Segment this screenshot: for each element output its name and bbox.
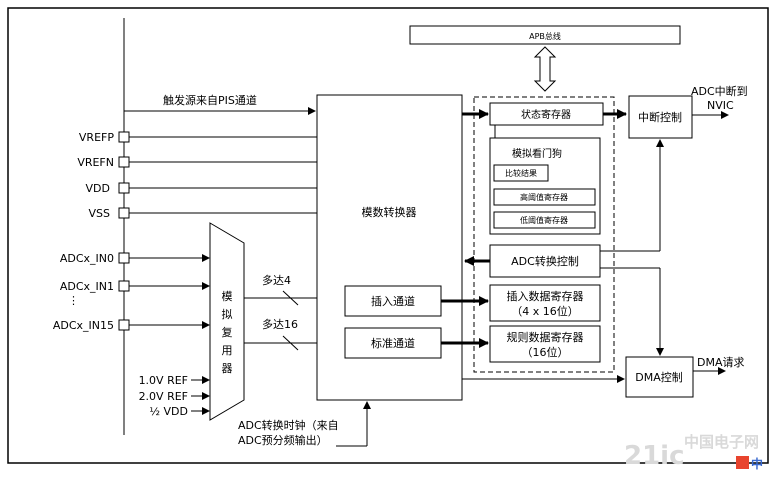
dma-control-box: [625, 356, 694, 398]
interrupt-control-label: 中断控制: [638, 110, 682, 124]
svg-text:VDD: VDD: [86, 182, 110, 195]
compare-result-box: [493, 164, 549, 182]
inject-data-register-label-1: 插入数据寄存器: [507, 289, 584, 303]
svg-text:ADCx_IN15: ADCx_IN15: [53, 319, 114, 332]
svg-text:21ic: 21ic: [624, 441, 685, 471]
regular-data-register-label-2: （16位）: [522, 345, 569, 359]
svg-text:器: 器: [222, 362, 233, 375]
svg-text:2.0V REF: 2.0V REF: [139, 390, 188, 403]
vdd-pin: VDD: [86, 182, 317, 195]
regular-data-register-label-1: 规则数据寄存器: [507, 330, 584, 344]
inject-data-register-label-2: （4 x 16位）: [511, 304, 579, 318]
vss-pin: VSS: [89, 207, 317, 220]
svg-text:1.0V REF: 1.0V REF: [139, 374, 188, 387]
apb-bus-box: [409, 25, 681, 45]
dma-control-label: DMA控制: [635, 370, 683, 384]
dma-request-label: DMA请求: [697, 356, 745, 369]
svg-text:中: 中: [751, 456, 763, 471]
outer-frame: [7, 7, 769, 464]
svg-text:VSS: VSS: [89, 207, 111, 220]
inject-data-register-box: [489, 284, 601, 322]
svg-text:ADCx_IN1: ADCx_IN1: [60, 280, 114, 293]
ref-2v0: 2.0V REF: [139, 390, 210, 403]
svg-text:VREFP: VREFP: [79, 131, 114, 144]
svg-text:多达4: 多达4: [262, 273, 291, 287]
clock-label-1: ADC转换时钟（来自: [238, 418, 339, 432]
watermark: 21ic 中国电子网 中: [624, 433, 763, 471]
svg-text:ADCx_IN0: ADCx_IN0: [60, 252, 114, 265]
register-group-dashed: [473, 96, 615, 373]
high-threshold-box: [493, 188, 596, 206]
svg-text:模: 模: [222, 290, 233, 303]
apb-bus-double-arrow: [533, 46, 557, 92]
adc-interrupt-label-2: NVIC: [707, 99, 734, 112]
vrefp-pin: VREFP: [79, 131, 317, 144]
low-threshold-box: [493, 211, 596, 229]
watermark-logo-icon: [736, 456, 749, 469]
adc-in1-pin: ADCx_IN1: [60, 280, 210, 293]
svg-text:中国电子网: 中国电子网: [684, 433, 759, 451]
low-threshold-label: 低阈值寄存器: [520, 215, 568, 225]
adc-interrupt-label-1: ADC中断到: [691, 84, 748, 98]
watchdog-label: 模拟看门狗: [512, 147, 562, 160]
vrefn-pin: VREFN: [77, 156, 317, 169]
regular-channel-label: 标准通道: [371, 336, 415, 350]
trigger-label: 触发源来自PIS通道: [163, 93, 257, 107]
svg-text:½ VDD: ½ VDD: [149, 405, 188, 418]
svg-text:多达16: 多达16: [262, 317, 298, 331]
inject-channel-box: [344, 285, 442, 317]
compare-result-label: 比较结果: [505, 168, 537, 178]
analog-mux-label: 模 拟 复 用 器: [222, 290, 233, 375]
regular-path: 多达16: [244, 317, 344, 351]
conversion-control-label: ADC转换控制: [511, 254, 579, 268]
inject-channel-label: 插入通道: [371, 294, 415, 308]
adc-in0-pin: ADCx_IN0: [60, 252, 210, 265]
ref-1v0: 1.0V REF: [139, 374, 210, 387]
svg-text:复: 复: [222, 325, 233, 339]
adc-in15-pin: ADCx_IN15: [53, 319, 210, 332]
interrupt-control-box: [628, 95, 693, 139]
conversion-control-box: [489, 244, 601, 278]
high-threshold-label: 高阈值寄存器: [520, 192, 568, 202]
apb-bus-label: APB总线: [529, 31, 561, 41]
regular-data-register-box: [489, 325, 601, 363]
status-register-label: 状态寄存器: [521, 108, 571, 121]
analog-mux: [209, 222, 245, 421]
ref-half-vdd: ½ VDD: [149, 405, 210, 418]
adc-core-label: 模数转换器: [362, 205, 417, 219]
svg-text:拟: 拟: [222, 307, 233, 321]
svg-text:VREFN: VREFN: [77, 156, 114, 169]
svg-text:用: 用: [222, 344, 233, 357]
pin-ellipsis: ⋮: [68, 294, 79, 307]
regular-channel-box: [344, 327, 442, 359]
clock-label-2: ADC预分频输出）: [238, 433, 328, 447]
